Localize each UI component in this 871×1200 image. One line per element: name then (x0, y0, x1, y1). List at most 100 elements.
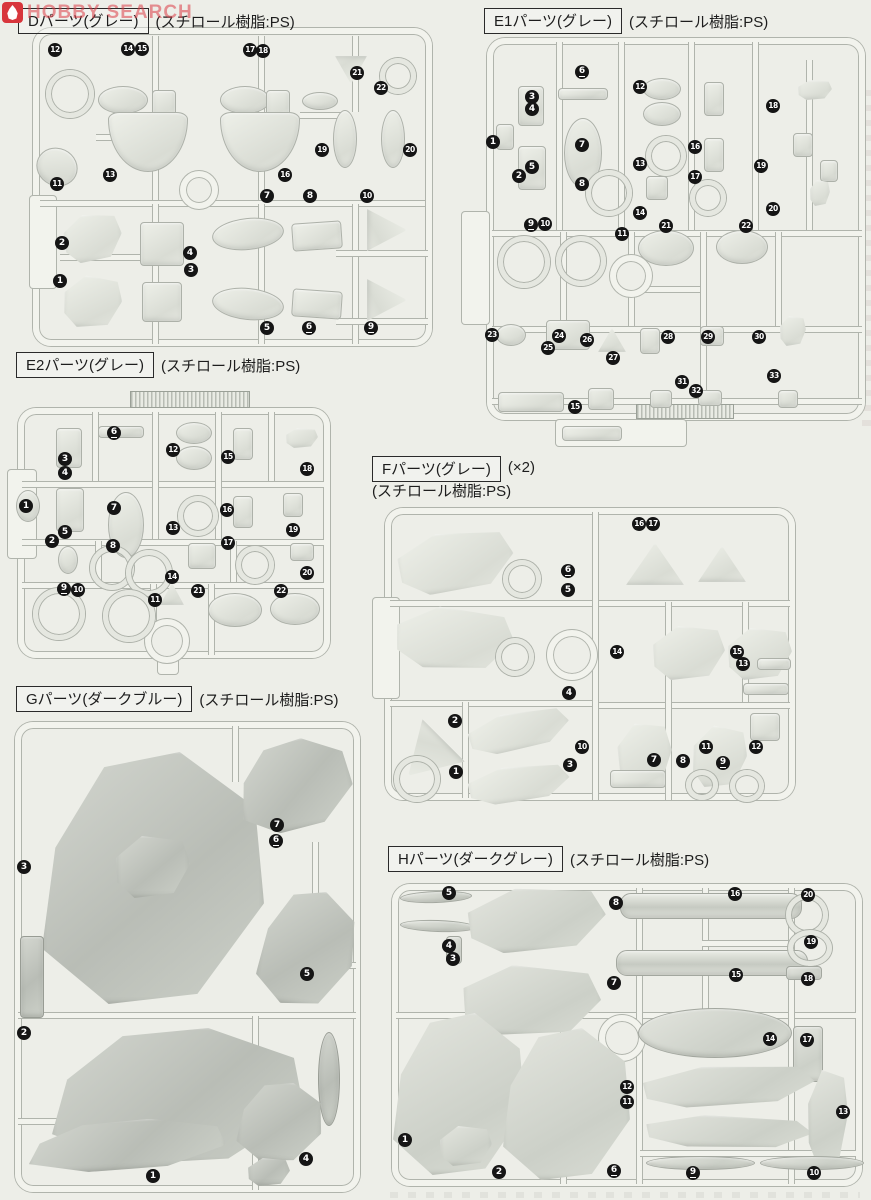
runner-e1-part-number-badge: 11 (615, 227, 629, 241)
runner-f-part-number-badge: 12 (749, 740, 763, 754)
runner-d-part-number-badge: 17 (243, 43, 257, 57)
runner-e1-part (640, 328, 660, 354)
runner-g-sprue-bar (232, 726, 239, 782)
runner-f-sprue-tab (373, 598, 399, 698)
runner-e2-part-number-badge: 5 (58, 525, 72, 539)
scan-artifact-bottom (390, 1192, 860, 1198)
runner-e2-part-number-badge: 11 (148, 593, 162, 607)
runner-h-part (788, 930, 832, 966)
runner-e2-part-number-badge: 13 (166, 521, 180, 535)
runner-d-part (333, 110, 357, 168)
runner-e1-sprue-bar (556, 42, 563, 230)
runner-d-part (140, 222, 184, 266)
runner-e1-part (562, 426, 622, 441)
runner-e1-part-number-badge: 12 (633, 80, 647, 94)
runner-d-part-number-badge: 9 (364, 321, 378, 335)
runner-e1-part-number-badge: 9 (524, 218, 538, 232)
runner-e1-part-number-badge: 6 (575, 65, 589, 79)
runner-e1-part-number-badge: 20 (766, 202, 780, 216)
runner-h-part-number-badge: 8 (609, 896, 623, 910)
runner-d-label-inline: (スチロール樹脂:PS) (155, 14, 295, 31)
runner-d-sprue-bar (352, 204, 359, 344)
runner-e1-part (798, 80, 832, 100)
runner-h-part-number-badge: 6 (607, 1164, 621, 1178)
runner-e1-part-number-badge: 15 (568, 400, 582, 414)
runner-f-part-number-badge: 16 (632, 517, 646, 531)
runner-h-part-number-badge: 12 (620, 1080, 634, 1094)
runner-f-part (503, 560, 541, 598)
runner-h-part-number-badge: 11 (620, 1095, 634, 1109)
runner-d-part-number-badge: 22 (374, 81, 388, 95)
runner-e1-label: E1パーツ(グレー)(スチロール樹脂:PS) (484, 8, 768, 34)
runner-e1-part (498, 392, 564, 412)
runner-e1-part (558, 88, 608, 100)
runner-f-part-number-badge: 15 (730, 645, 744, 659)
runner-h-part-number-badge: 14 (763, 1032, 777, 1046)
runner-h-sprue-bar (702, 940, 788, 947)
runner-e2-hatched-plate (130, 391, 250, 408)
runner-f-part-number-badge: 6 (561, 564, 575, 578)
runner-e1-part-number-badge: 10 (538, 217, 552, 231)
runner-g-part-number-badge: 1 (146, 1169, 160, 1183)
runner-e1-part-number-badge: 27 (606, 351, 620, 365)
runner-e2-part-number-badge: 10 (71, 583, 85, 597)
runner-e1-part-number-badge: 32 (689, 384, 703, 398)
runner-e2-part (290, 543, 314, 561)
runner-f-sprue-bar (665, 602, 672, 800)
runner-f-part-number-badge: 7 (647, 753, 661, 767)
runner-e2-part (286, 428, 318, 448)
runner-h-label-inline: (スチロール樹脂:PS) (569, 852, 710, 869)
runner-e1-part-number-badge: 21 (659, 219, 673, 233)
runner-g-part-number-badge: 4 (299, 1152, 313, 1166)
runner-d-part-number-badge: 11 (50, 177, 64, 191)
runner-e1-part (820, 160, 838, 182)
runner-h-part-number-badge: 3 (446, 952, 460, 966)
runner-d-part (220, 86, 270, 114)
runner-e1-sprue-bar (752, 42, 759, 230)
runner-f-label-line2: (スチロール樹脂:PS) (372, 483, 512, 500)
runner-d-part-number-badge: 15 (135, 42, 149, 56)
runner-e1-part (588, 388, 614, 410)
runner-d-part-number-badge: 13 (103, 168, 117, 182)
runner-d-part-number-badge: 10 (360, 189, 374, 203)
runner-e1-part-number-badge: 30 (752, 330, 766, 344)
runner-e1-part-number-badge: 1 (486, 135, 500, 149)
runner-f-part (496, 638, 534, 676)
runner-e1-part (704, 82, 724, 116)
runner-e2-part (236, 546, 274, 584)
runner-e1-part (650, 390, 672, 408)
runner-e1-part-number-badge: 17 (688, 170, 702, 184)
runner-h-part (620, 893, 802, 919)
runner-f-label-box: Fパーツ(グレー) (372, 456, 501, 482)
runner-e1-part (690, 180, 726, 216)
runner-e1-part-number-badge: 31 (675, 375, 689, 389)
runner-d-part-number-badge: 18 (256, 44, 270, 58)
runner-e1-part (716, 230, 768, 264)
runner-e2-sprue-bar (22, 539, 324, 546)
runner-e2-part (103, 590, 155, 642)
runner-e2-part (233, 428, 253, 460)
runner-h-sprue-frame (392, 884, 862, 1186)
runner-e1-part-number-badge: 19 (754, 159, 768, 173)
runner-f-part-number-badge: 10 (575, 740, 589, 754)
scan-artifact-right (862, 90, 871, 430)
runner-f-sprue-bar (462, 702, 469, 798)
hobby-search-watermark: HOBBY SEARCH (27, 2, 193, 23)
runner-d-sprue-bar (336, 318, 428, 325)
runner-f-part-number-badge: 14 (610, 645, 624, 659)
runner-e2-sprue-bar (215, 412, 222, 539)
runner-e1-part (778, 390, 798, 408)
runner-d-part-number-badge: 8 (303, 189, 317, 203)
runner-e1-part-number-badge: 4 (525, 102, 539, 116)
runner-f-part-number-badge: 9 (716, 756, 730, 770)
runner-h-part-number-badge: 9 (686, 1166, 700, 1180)
runner-f-part (394, 756, 440, 802)
runner-f-sprue-bar (390, 600, 790, 607)
runner-e1-center-hole (610, 255, 652, 297)
runner-f-part-number-badge: 3 (563, 758, 577, 772)
runner-e2-label: E2パーツ(グレー)(スチロール樹脂:PS) (16, 352, 300, 378)
runner-e1-part-number-badge: 28 (661, 330, 675, 344)
runner-h-part-number-badge: 20 (801, 888, 815, 902)
runner-e1-part (810, 180, 830, 206)
runner-e2-label-box: E2パーツ(グレー) (16, 352, 155, 378)
